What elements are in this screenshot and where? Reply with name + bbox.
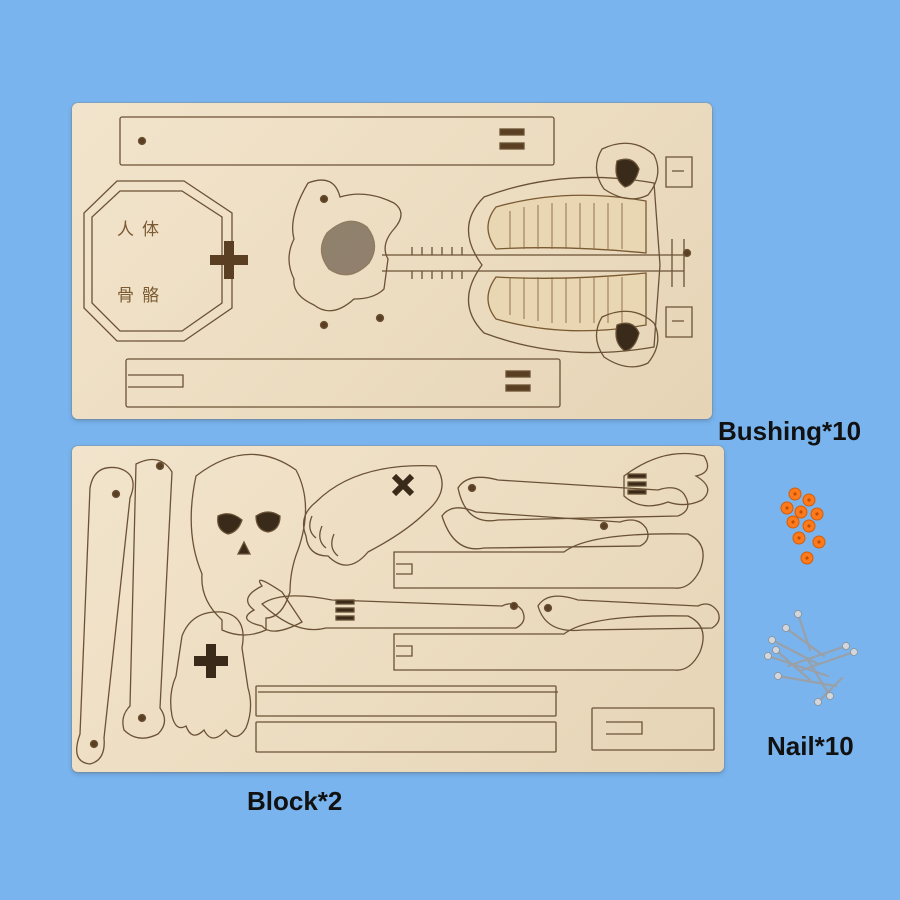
stand-bar-4 [255,721,557,753]
hand-piece-right [623,452,709,507]
foot-piece-right [302,464,443,566]
block-count-label: Block*2 [247,786,343,816]
stand-bar-bottom [125,358,561,408]
stand-bar-5 [591,707,715,751]
metal-nails [764,610,858,706]
ulna-piece-2 [537,595,720,632]
board-top-cut-lines [83,116,693,408]
humerus-piece-2 [393,615,704,671]
hand-piece-left [246,579,303,632]
wooden-board-bottom [72,446,724,772]
wooden-board-top: 人体 骨骼 [72,103,712,419]
skull-piece [190,453,307,636]
board-bottom-cut-lines [76,452,720,765]
ulna-piece-1 [441,507,649,550]
hexagon-plaque [83,180,233,342]
pin-hole [137,136,147,146]
plus-cutout [210,241,248,279]
bushing-count-label: Bushing*10 [718,416,862,446]
humerus-piece-1 [393,533,704,589]
spine-piece [382,254,684,272]
scapula-piece [595,142,659,200]
engraved-chinese-text-line1: 人体 [117,220,167,240]
nail-count-label: Nail*10 [767,731,854,761]
engraved-chinese-text-line2: 骨骼 [117,286,167,306]
ribcage-piece [467,176,661,354]
pelvis-piece [288,179,402,312]
femur-piece-1 [76,466,134,765]
radius-piece-2 [260,595,525,631]
stand-bar-top [119,116,555,166]
radius-piece-1 [457,476,689,522]
stand-bar-3 [255,685,557,717]
foot-piece-left [170,611,252,739]
femur-piece-2 [122,458,173,739]
orange-bushings [780,487,826,565]
